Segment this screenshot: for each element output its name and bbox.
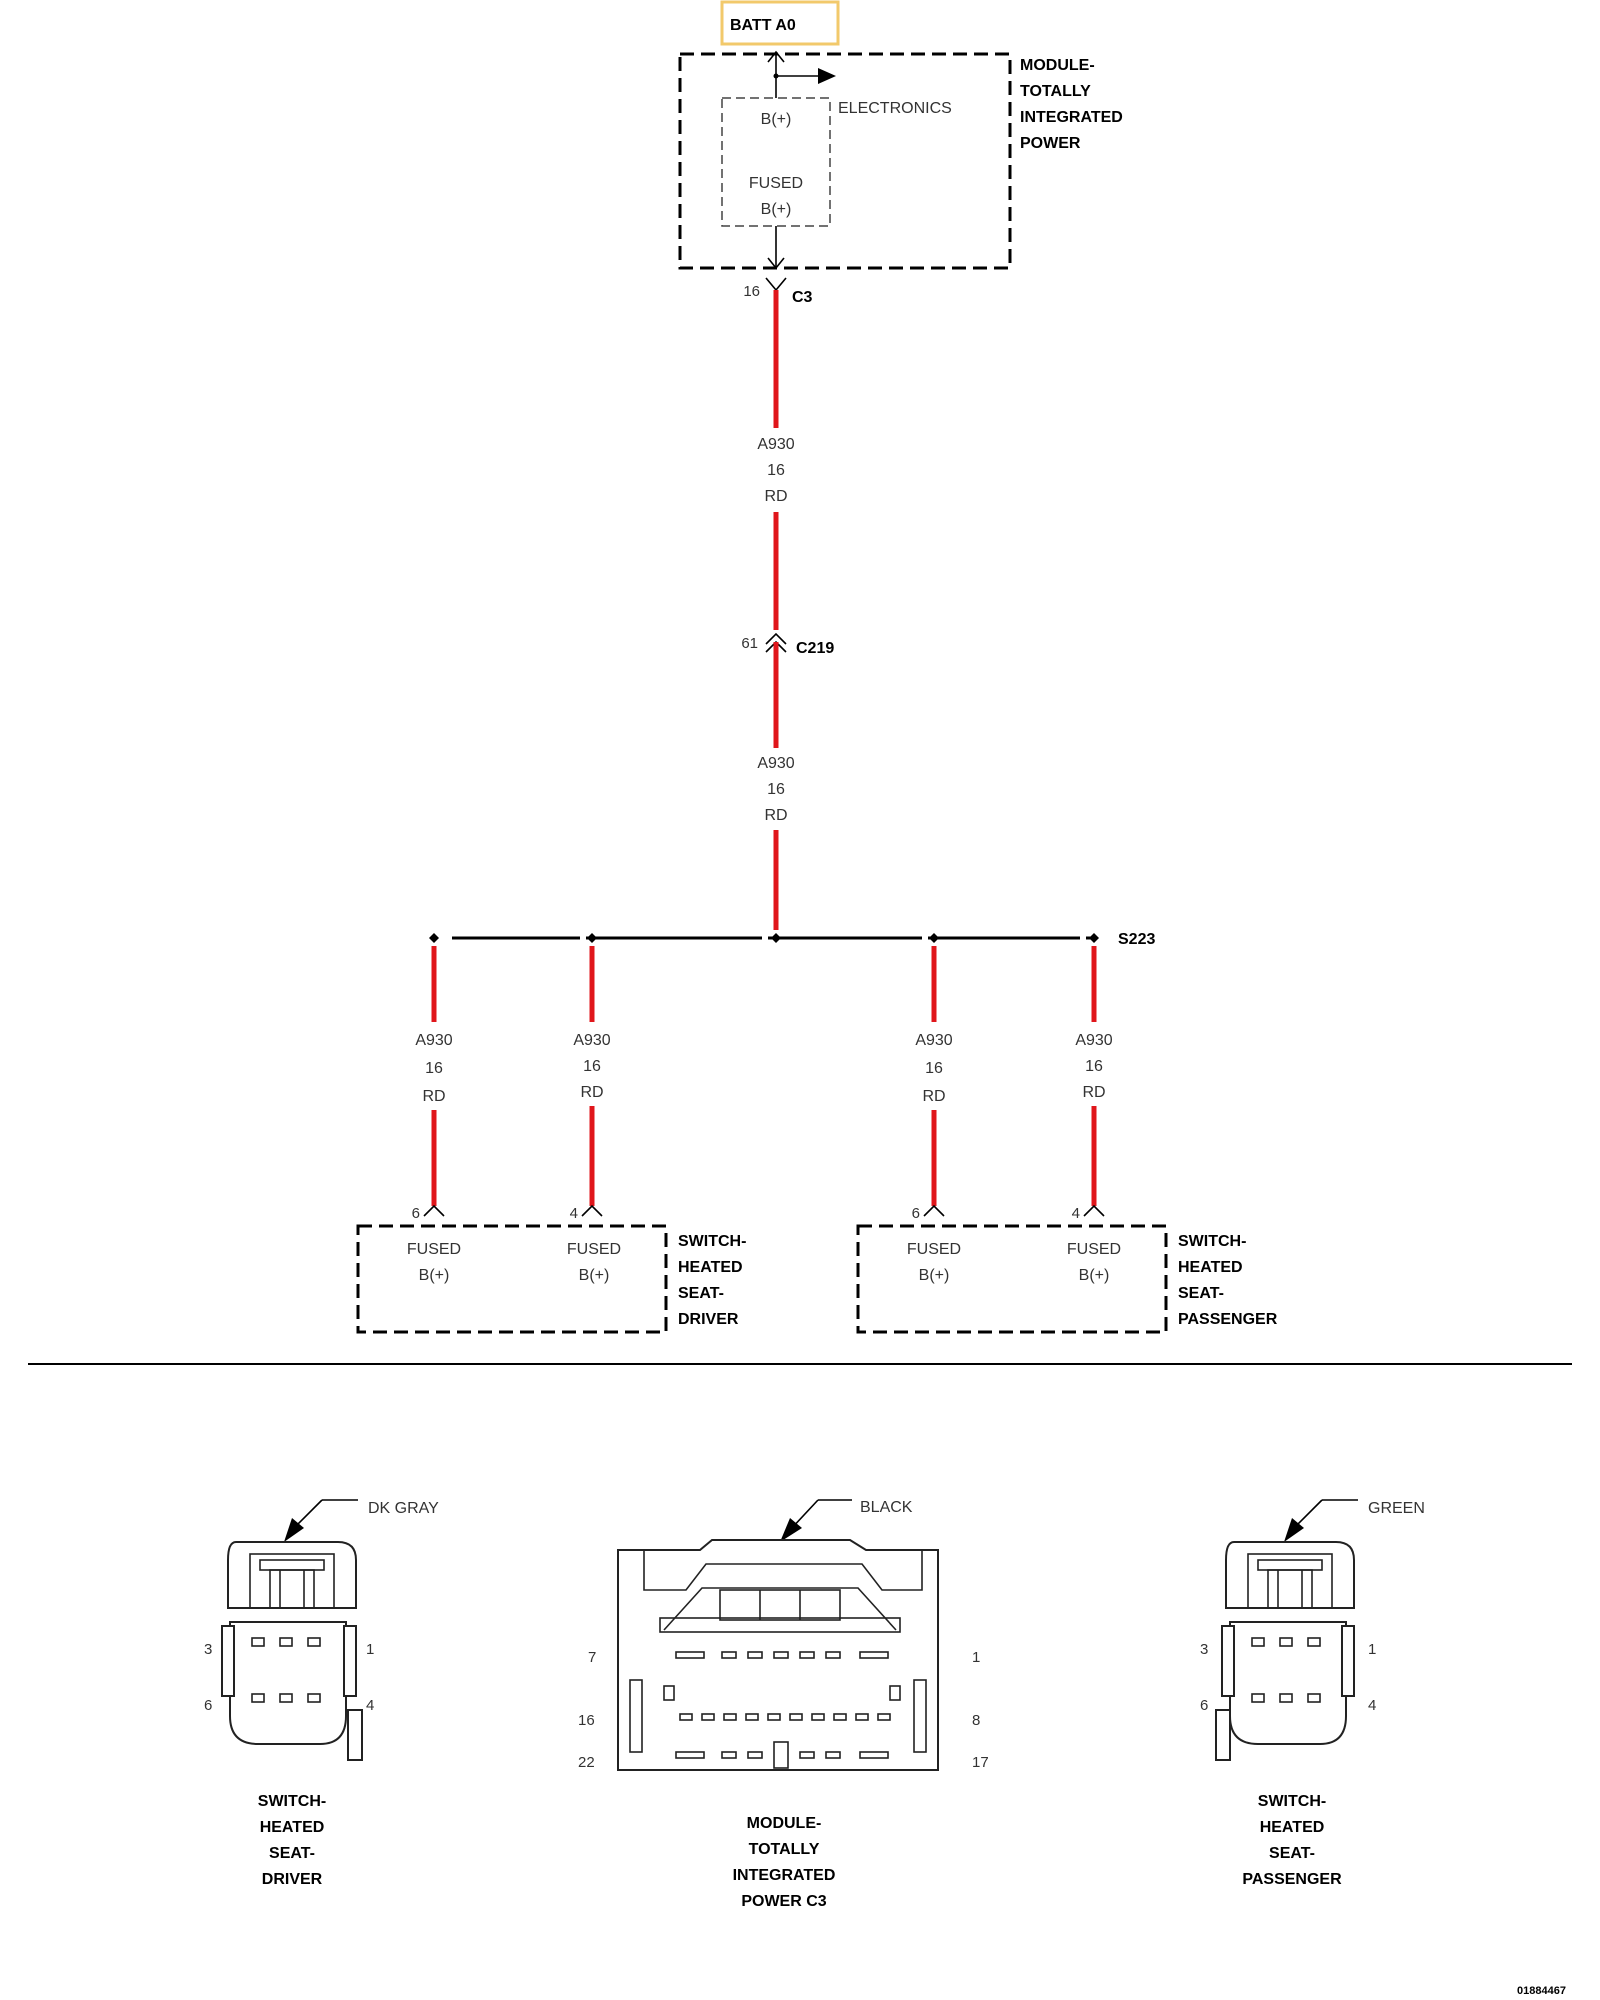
- passenger-view-title-4: PASSENGER: [1242, 1871, 1342, 1888]
- branch-4-color: RD: [1082, 1084, 1105, 1101]
- switch-driver-title-2: HEATED: [678, 1259, 743, 1276]
- connector-view-tipm-c3: [617, 1499, 939, 1771]
- tipm-module-box: [678, 52, 1012, 270]
- switch-passenger-title-2: HEATED: [1178, 1259, 1243, 1276]
- passenger-view-title-1: SWITCH-: [1258, 1793, 1326, 1810]
- branch-1-gauge: 16: [425, 1060, 443, 1077]
- passenger-view-pin-3: 3: [1200, 1641, 1208, 1658]
- wire-upper-circuit: A930: [757, 436, 794, 453]
- branch-3-connector: [923, 1204, 945, 1217]
- tipm-view-pin-7: 7: [588, 1649, 596, 1666]
- branch-4-gauge: 16: [1085, 1058, 1103, 1075]
- branch-3-gauge: 16: [925, 1060, 943, 1077]
- tipm-bplus-label: B(+): [761, 111, 792, 128]
- c219-connector: C219: [796, 640, 834, 657]
- connector-view-driver: [221, 1499, 363, 1761]
- splice-nodes: [422, 924, 1099, 952]
- switch-driver-fused-a: FUSED: [407, 1241, 461, 1258]
- tipm-view-title-1: MODULE-: [747, 1815, 822, 1832]
- switch-passenger-bplus-b: B(+): [1079, 1267, 1110, 1284]
- driver-view-pin-3: 3: [204, 1641, 212, 1658]
- passenger-view-title-3: SEAT-: [1269, 1845, 1315, 1862]
- passenger-view-pin-1: 1: [1368, 1641, 1376, 1658]
- switch-passenger-box: [856, 1224, 1168, 1334]
- switch-passenger-fused-b: FUSED: [1067, 1241, 1121, 1258]
- driver-view-title-4: DRIVER: [262, 1871, 323, 1888]
- tipm-title-line4: POWER: [1020, 135, 1081, 152]
- switch-driver-title-3: SEAT-: [678, 1285, 724, 1302]
- branch-3-circuit: A930: [915, 1032, 952, 1049]
- wire-lower-circuit: A930: [757, 755, 794, 772]
- tipm-c3-connector: C3: [792, 289, 813, 306]
- driver-view-pin-6: 6: [204, 1697, 212, 1714]
- tipm-c3-pin: 16: [743, 283, 760, 300]
- branch-1-color: RD: [422, 1088, 445, 1105]
- figure-id: 01884467: [1517, 1985, 1566, 1997]
- driver-view-pin-4: 4: [366, 1697, 374, 1714]
- branch-4-circuit: A930: [1075, 1032, 1112, 1049]
- passenger-view-color: GREEN: [1368, 1500, 1425, 1517]
- branch-2-pin: 4: [570, 1205, 578, 1222]
- switch-passenger-title-3: SEAT-: [1178, 1285, 1224, 1302]
- splice-label: S223: [1118, 931, 1155, 948]
- driver-view-title-2: HEATED: [260, 1819, 325, 1836]
- tipm-title-line1: MODULE-: [1020, 57, 1095, 74]
- branch-2-connector: [581, 1204, 603, 1217]
- switch-driver-title-4: DRIVER: [678, 1311, 739, 1328]
- passenger-view-pin-4: 4: [1368, 1697, 1376, 1714]
- driver-view-color: DK GRAY: [368, 1500, 439, 1517]
- driver-view-title-1: SWITCH-: [258, 1793, 326, 1810]
- wire-lower-color: RD: [764, 807, 787, 824]
- tipm-title-line2: TOTALLY: [1020, 83, 1091, 100]
- driver-view-title-3: SEAT-: [269, 1845, 315, 1862]
- tipm-view-title-4: POWER C3: [741, 1893, 826, 1910]
- switch-driver-box: [356, 1224, 668, 1334]
- tipm-view-title-2: TOTALLY: [749, 1841, 820, 1858]
- switch-passenger-title-1: SWITCH-: [1178, 1233, 1246, 1250]
- tipm-title-line3: INTEGRATED: [1020, 109, 1123, 126]
- switch-driver-fused-b: FUSED: [567, 1241, 621, 1258]
- branch-1-circuit: A930: [415, 1032, 452, 1049]
- tipm-electronics-label: ELECTRONICS: [838, 100, 952, 117]
- wire-lower-gauge: 16: [767, 781, 785, 798]
- branch-3-color: RD: [922, 1088, 945, 1105]
- driver-view-pin-1: 1: [366, 1641, 374, 1658]
- tipm-view-pin-8: 8: [972, 1712, 980, 1729]
- tipm-view-pin-22: 22: [578, 1754, 595, 1771]
- c219-pin: 61: [741, 635, 758, 652]
- switch-passenger-title-4: PASSENGER: [1178, 1311, 1278, 1328]
- tipm-view-pin-1: 1: [972, 1649, 980, 1666]
- branch-2-gauge: 16: [583, 1058, 601, 1075]
- branch-2-color: RD: [580, 1084, 603, 1101]
- branch-1-pin: 6: [412, 1205, 420, 1222]
- branch-4-connector: [1083, 1204, 1105, 1217]
- tipm-fused-bplus-label: B(+): [761, 201, 792, 218]
- branch-2-circuit: A930: [573, 1032, 610, 1049]
- switch-driver-bplus-b: B(+): [579, 1267, 610, 1284]
- tipm-view-pin-16: 16: [578, 1712, 595, 1729]
- switch-driver-title-1: SWITCH-: [678, 1233, 746, 1250]
- tipm-internal-feed: [767, 50, 836, 270]
- switch-driver-bplus-a: B(+): [419, 1267, 450, 1284]
- branch-1-connector: [423, 1204, 445, 1217]
- branch-4-pin: 4: [1072, 1205, 1080, 1222]
- tipm-view-title-3: INTEGRATED: [733, 1867, 836, 1884]
- wire-upper-color: RD: [764, 488, 787, 505]
- tipm-inner-fuse-box: [721, 97, 831, 227]
- passenger-view-pin-6: 6: [1200, 1697, 1208, 1714]
- batt-a0-label: BATT A0: [730, 17, 796, 34]
- tipm-view-color: BLACK: [860, 1499, 913, 1516]
- tipm-view-pin-17: 17: [972, 1754, 989, 1771]
- passenger-view-title-2: HEATED: [1260, 1819, 1325, 1836]
- batt-a0-box: [720, 0, 840, 46]
- wire-upper-gauge: 16: [767, 462, 785, 479]
- tipm-fused-label: FUSED: [749, 175, 803, 192]
- connector-view-passenger: [1215, 1499, 1358, 1761]
- c3-connector-symbol: [765, 277, 787, 292]
- switch-passenger-bplus-a: B(+): [919, 1267, 950, 1284]
- switch-passenger-fused-a: FUSED: [907, 1241, 961, 1258]
- branch-3-pin: 6: [912, 1205, 920, 1222]
